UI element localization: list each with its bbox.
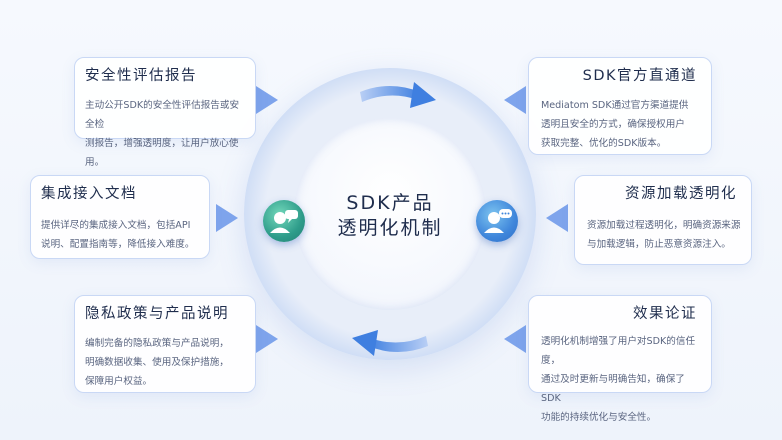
triangle-pointer-icon bbox=[256, 325, 278, 353]
card-resource-loading: 资源加载透明化 资源加载过程透明化，明确资源来源 与加载逻辑，防止恶意资源注入。 bbox=[574, 175, 752, 265]
card-desc: 编制完备的隐私政策与产品说明， 明确数据收集、使用及保护措施， 保障用户权益。 bbox=[85, 338, 229, 387]
inner-circle bbox=[294, 118, 486, 310]
card-title: 资源加载透明化 bbox=[625, 186, 737, 202]
triangle-pointer-icon bbox=[256, 86, 278, 114]
card-desc: 提供详尽的集成接入文档，包括API 说明、配置指南等，降低接入难度。 bbox=[41, 220, 195, 250]
card-desc: 资源加载过程透明化，明确资源来源 与加载逻辑，防止恶意资源注入。 bbox=[587, 220, 741, 250]
card-desc: 主动公开SDK的安全性评估报告或安全检 测报告，增强透明度，让用户放心使用。 bbox=[85, 100, 240, 168]
center-title-line1: SDK产品 bbox=[346, 192, 434, 214]
card-security-report: 安全性评估报告 主动公开SDK的安全性评估报告或安全检 测报告，增强透明度，让用… bbox=[74, 57, 256, 168]
card-title: SDK官方直通道 bbox=[582, 68, 697, 84]
card-desc: 透明化机制增强了用户对SDK的信任度， 通过及时更新与明确告知，确保了SDK 功… bbox=[541, 336, 696, 423]
card-title: 隐私政策与产品说明 bbox=[85, 306, 229, 322]
cycle-arrow-top-icon bbox=[360, 82, 436, 108]
triangle-pointer-icon bbox=[216, 204, 238, 232]
card-official-channel: SDK官方直通道 Mediatom SDK通过官方渠道提供 透明且安全的方式，确… bbox=[528, 57, 712, 155]
card-privacy-policy: 隐私政策与产品说明 编制完备的隐私政策与产品说明， 明确数据收集、使用及保护措施… bbox=[74, 295, 256, 393]
triangle-pointer-icon bbox=[504, 86, 526, 114]
card-effect-validation: 效果论证 透明化机制增强了用户对SDK的信任度， 通过及时更新与明确告知，确保了… bbox=[528, 295, 712, 423]
center-title-line2: 透明化机制 bbox=[337, 217, 443, 239]
cycle-arrow-bottom-icon bbox=[352, 330, 428, 356]
card-integration-docs: 集成接入文档 提供详尽的集成接入文档，包括API 说明、配置指南等，降低接入难度… bbox=[30, 175, 210, 259]
triangle-pointer-icon bbox=[504, 325, 526, 353]
triangle-pointer-icon bbox=[546, 204, 568, 232]
card-title: 安全性评估报告 bbox=[85, 68, 197, 84]
user-chat-icon bbox=[263, 200, 305, 242]
card-title: 效果论证 bbox=[633, 306, 697, 322]
card-title: 集成接入文档 bbox=[41, 186, 137, 202]
user-message-icon bbox=[476, 200, 518, 242]
card-desc: Mediatom SDK通过官方渠道提供 透明且安全的方式，确保授权用户 获取完… bbox=[541, 100, 689, 149]
